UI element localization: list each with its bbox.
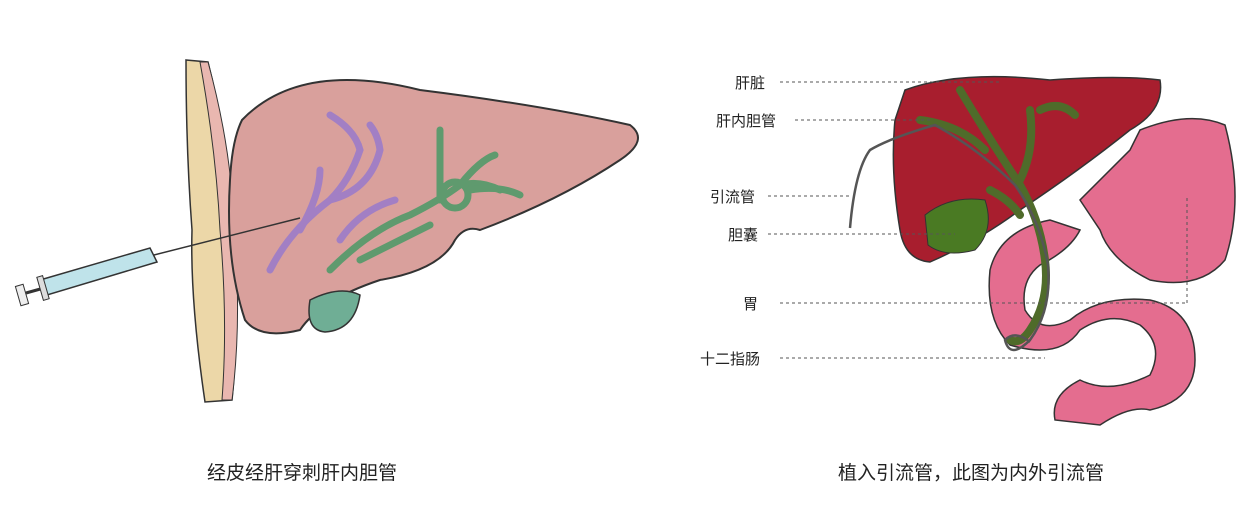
label-duodenum: 十二指肠 [700,350,761,368]
drain-tube [848,123,1050,352]
left-caption: 经皮经肝穿刺肝内胆管 [207,462,398,484]
gallbladder-left [308,290,361,333]
right-caption: 植入引流管，此图为内外引流管 [838,462,1105,484]
bile-ducts-purple [266,111,399,274]
label-intrahepatic-bile-duct: 肝内胆管 [716,112,777,130]
bile-ducts-green [326,126,524,274]
bile-duct-right [916,86,1079,346]
duodenum [988,219,1196,426]
right-illustration [768,75,1236,426]
left-illustration [14,59,639,403]
label-drain-tube: 引流管 [710,188,756,206]
liver-left [228,79,639,335]
gallbladder-right [924,198,989,254]
syringe [14,217,301,307]
label-stomach: 胃 [743,295,759,313]
label-leader-lines [768,81,1188,359]
label-liver: 肝脏 [735,74,766,92]
stomach [1079,117,1236,284]
label-gallbladder: 胆囊 [728,226,759,244]
